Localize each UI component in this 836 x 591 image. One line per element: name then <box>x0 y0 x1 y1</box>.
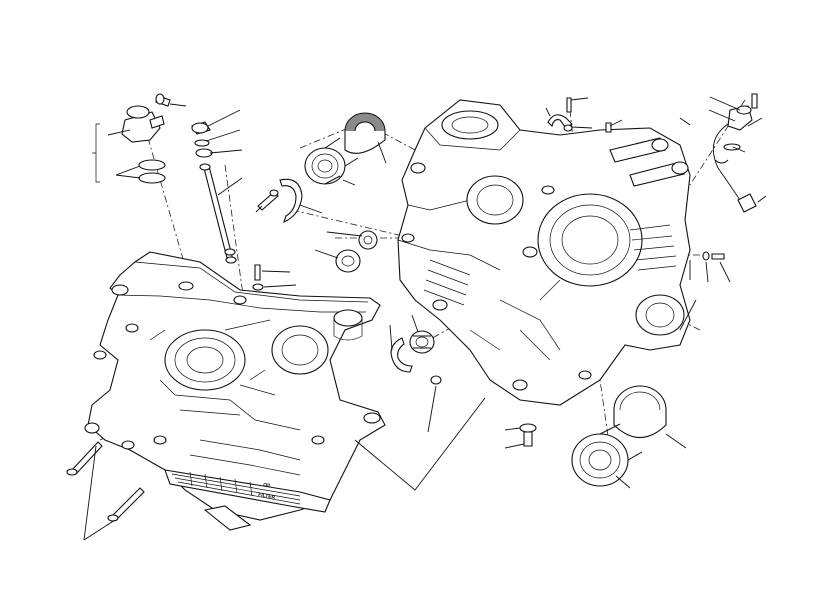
left-crankcase-half: OIL FILTER <box>84 251 386 531</box>
right-crankcase-half <box>397 99 691 406</box>
needle-bearing <box>409 330 435 354</box>
group-bracket <box>92 123 100 183</box>
drain-plug <box>519 423 537 447</box>
circlip <box>279 178 303 224</box>
long-bolt-1 <box>66 441 103 476</box>
dowel-top-center <box>605 122 612 133</box>
nut-washer-stack <box>191 121 213 158</box>
long-bolt-2 <box>107 487 145 522</box>
washer-mid <box>358 230 378 250</box>
dowel-right <box>711 253 725 260</box>
bearing-seal <box>344 112 386 154</box>
bearing-large <box>571 423 643 487</box>
bearing-mid <box>335 249 361 273</box>
bearing-cup <box>613 385 667 438</box>
stud-rod <box>199 163 237 264</box>
bolt-top-center <box>566 97 572 113</box>
circlip-lower <box>390 337 413 373</box>
sensor-right <box>712 93 758 213</box>
o-ring-center <box>430 375 442 385</box>
o-ring-right <box>702 251 710 261</box>
bolt-top-left <box>155 93 171 107</box>
washer-top-center <box>563 124 573 132</box>
oil-label: OIL <box>263 482 272 489</box>
o-ring-left <box>252 283 264 291</box>
sensor-left <box>121 105 166 184</box>
dowel-pin-left <box>254 264 261 281</box>
bolt-center-left <box>257 189 279 211</box>
filter-label: FILTER <box>258 492 276 501</box>
leader-lines <box>83 96 767 541</box>
bearing-upper <box>304 137 359 185</box>
